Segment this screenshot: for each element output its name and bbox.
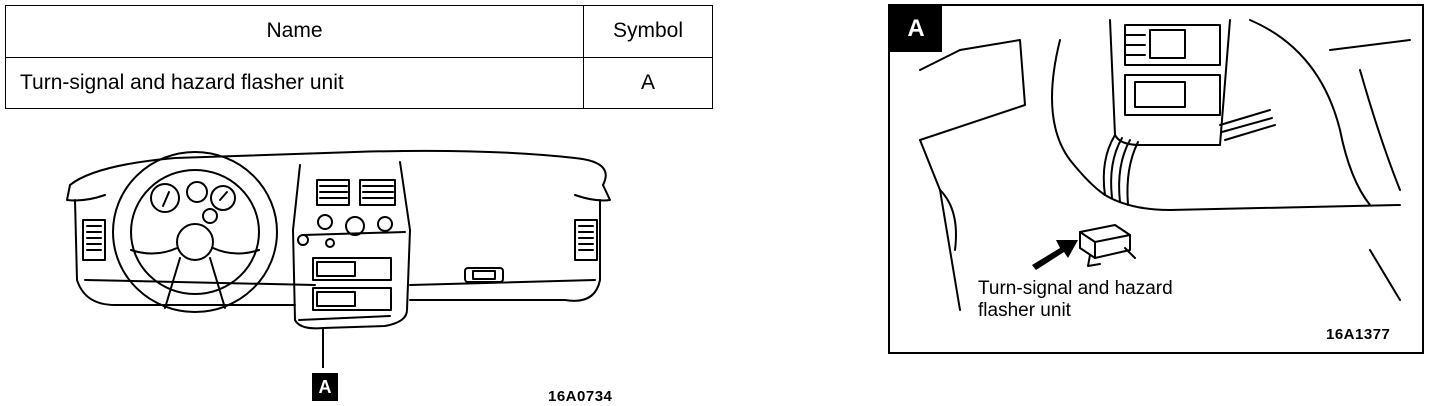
table-header-row: Name Symbol <box>5 5 713 58</box>
flasher-label-line1: Turn-signal and hazard <box>978 278 1173 299</box>
detail-panel <box>888 4 1424 354</box>
detail-figure-code: 16A1377 <box>1326 326 1391 343</box>
row-symbol: A <box>583 56 713 109</box>
dashboard-drawing <box>66 149 611 368</box>
flasher-unit-label: Turn-signal and hazard flasher unit <box>978 278 1173 322</box>
component-table: Name Symbol Turn-signal and hazard flash… <box>5 5 713 109</box>
detail-corner-tag: A <box>890 6 942 52</box>
dashboard-figure-code: 16A0734 <box>548 388 613 405</box>
header-name: Name <box>5 5 584 58</box>
table-row: Turn-signal and hazard flasher unit A <box>5 56 713 109</box>
header-symbol: Symbol <box>583 5 713 58</box>
dashboard-callout-tag: A <box>312 373 338 401</box>
detail-drawing <box>919 19 1411 311</box>
row-name: Turn-signal and hazard flasher unit <box>5 56 584 109</box>
flasher-label-line2: flasher unit <box>978 300 1071 321</box>
